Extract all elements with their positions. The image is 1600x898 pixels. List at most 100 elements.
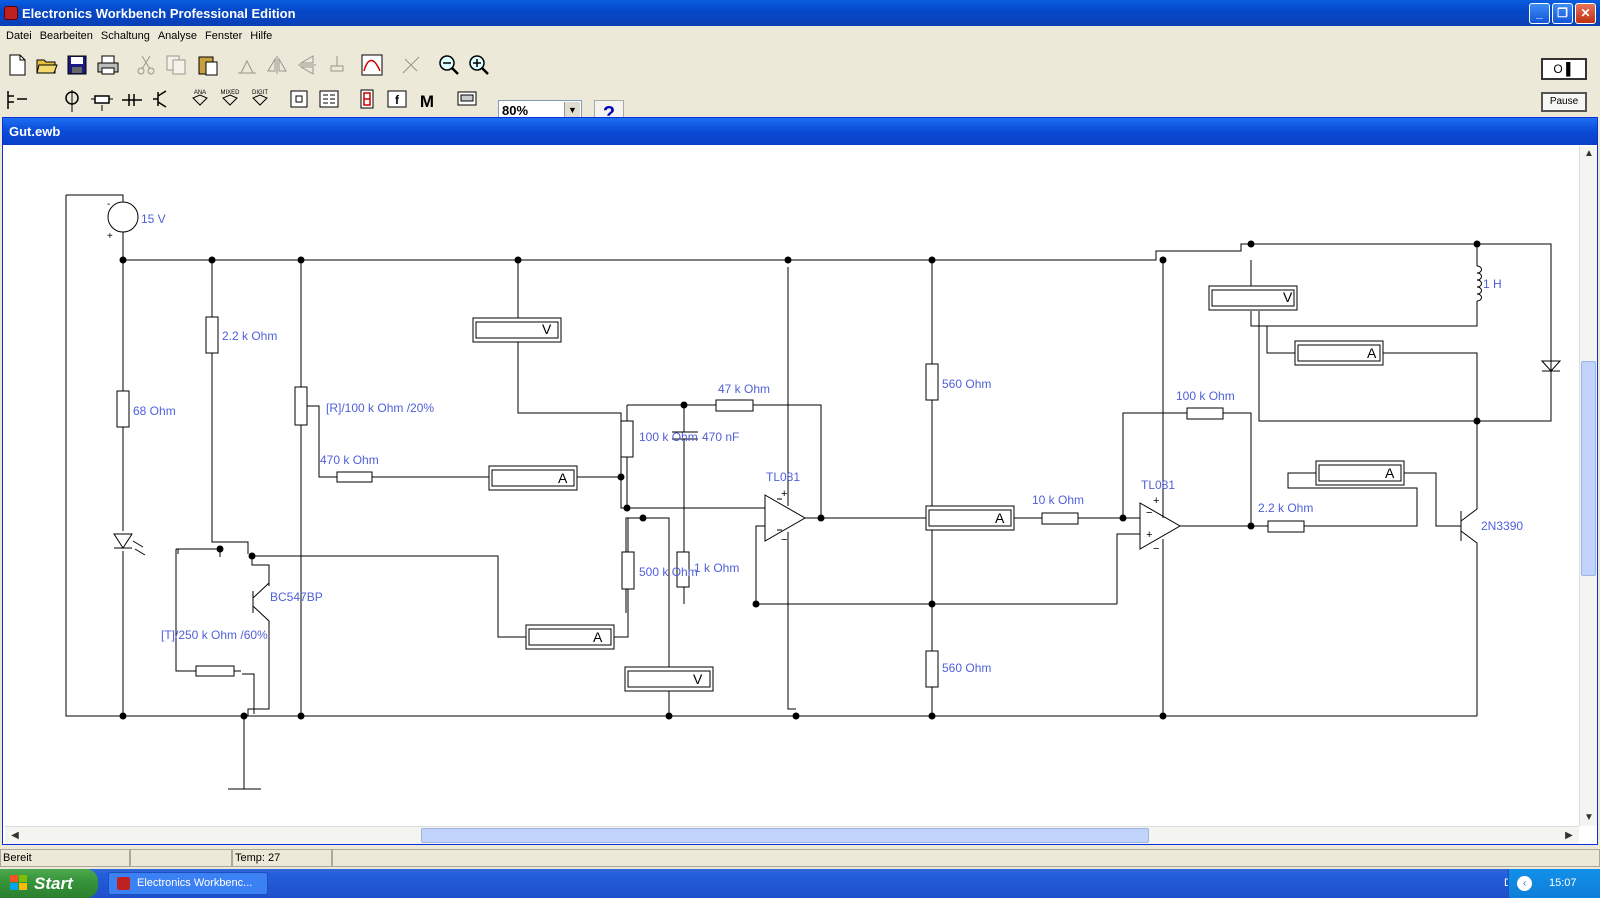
- logic-gates-bin-icon[interactable]: [284, 85, 314, 115]
- voltmeter-3-label: V: [1283, 289, 1293, 305]
- mixed-ic-bin-icon[interactable]: MIXED: [215, 85, 245, 115]
- label-r500k: 500 k Ohm: [639, 565, 698, 579]
- func-bin-label: f: [395, 93, 400, 107]
- menu-bar: Datei Bearbeiten Schaltung Analyse Fenst…: [0, 26, 1600, 46]
- potentiometer-t[interactable]: [195, 665, 235, 677]
- horizontal-scroll-thumb[interactable]: [421, 828, 1149, 843]
- label-opamp1: TL081: [766, 470, 800, 484]
- label-r560-bottom: 560 Ohm: [942, 661, 991, 675]
- misc-bin-icon[interactable]: M: [412, 85, 442, 115]
- flip-vertical-icon[interactable]: [292, 50, 322, 80]
- label-source-15v: 15 V: [141, 212, 166, 226]
- status-temp: Temp: 27: [232, 849, 332, 867]
- flip-horizontal-icon[interactable]: [262, 50, 292, 80]
- ammeter-3-label: A: [995, 510, 1005, 526]
- zoom-select[interactable]: 80% ▼: [498, 100, 582, 122]
- diodes-bin-icon[interactable]: [117, 85, 147, 115]
- start-button[interactable]: Start: [0, 869, 98, 898]
- clock: 15:07: [1549, 877, 1577, 889]
- indicators-bin-icon[interactable]: [352, 85, 382, 115]
- scroll-down-icon[interactable]: ▼: [1584, 812, 1594, 823]
- resistor-560-bottom[interactable]: [925, 650, 939, 688]
- resistor-470k[interactable]: [336, 471, 373, 483]
- opamp-tl081-1[interactable]: [764, 494, 807, 542]
- vertical-scrollbar[interactable]: ▲ ▼: [1579, 146, 1597, 826]
- windows-flag-icon: [10, 875, 27, 890]
- scroll-left-icon[interactable]: ◀: [11, 830, 19, 841]
- resistor-560-top[interactable]: [925, 363, 939, 401]
- sources-bin-icon[interactable]: [57, 85, 87, 115]
- component-properties-icon[interactable]: [322, 50, 352, 80]
- zoom-out-icon[interactable]: [434, 50, 464, 80]
- circuit-canvas[interactable]: 15 V 68 Ohm 2.2 k Ohm [R]/100 k Ohm /20%…: [5, 146, 1579, 826]
- resistor-100k-mid[interactable]: [620, 420, 634, 458]
- circuit-schematic[interactable]: 15 V 68 Ohm 2.2 k Ohm [R]/100 k Ohm /20%…: [5, 146, 1579, 826]
- scroll-right-icon[interactable]: ▶: [1565, 830, 1573, 841]
- resistor-68-ohm[interactable]: [116, 390, 130, 428]
- power-switch[interactable]: O ▌: [1541, 58, 1587, 80]
- cut-icon[interactable]: [131, 50, 161, 80]
- instruments-bin-icon[interactable]: [452, 85, 482, 115]
- ammeter-5-label: A: [1367, 345, 1377, 361]
- potentiometer-r[interactable]: [294, 386, 308, 426]
- subcircuit-icon[interactable]: [396, 50, 426, 80]
- print-icon[interactable]: [93, 50, 123, 80]
- digital-bin-icon[interactable]: [314, 85, 344, 115]
- rotate-icon[interactable]: [232, 50, 262, 80]
- menu-fenster[interactable]: Fenster: [204, 30, 243, 42]
- copy-icon[interactable]: [161, 50, 191, 80]
- voltage-source-15v[interactable]: [107, 201, 139, 233]
- scroll-up-icon[interactable]: ▲: [1584, 148, 1594, 159]
- taskbar-item-workbench[interactable]: Electronics Workbenc...: [108, 872, 268, 895]
- system-tray: ‹ 15:07: [1508, 869, 1600, 898]
- svg-text:+: +: [1146, 529, 1152, 541]
- label-r10k: 10 k Ohm: [1032, 493, 1084, 507]
- graph-icon[interactable]: [357, 50, 387, 80]
- status-empty: [130, 849, 232, 867]
- zoom-value: 80%: [502, 103, 529, 118]
- open-folder-icon[interactable]: [32, 50, 62, 80]
- label-r100k-right: 100 k Ohm: [1176, 389, 1235, 403]
- led[interactable]: [113, 533, 146, 556]
- horizontal-scrollbar[interactable]: ◀ ▶: [5, 826, 1579, 844]
- analog-ic-bin-icon[interactable]: ANA: [185, 85, 215, 115]
- minimize-button[interactable]: _: [1529, 3, 1550, 24]
- resistor-100k-right[interactable]: [1186, 407, 1224, 420]
- inductor-1h[interactable]: [1476, 265, 1482, 302]
- resistor-2-2k-right[interactable]: [1267, 520, 1305, 533]
- menu-bearbeiten[interactable]: Bearbeiten: [39, 30, 93, 42]
- vertical-scroll-thumb[interactable]: [1581, 361, 1596, 576]
- zoom-in-icon[interactable]: [464, 50, 494, 80]
- resistor-2-2k-left[interactable]: [205, 316, 219, 354]
- new-file-icon[interactable]: [2, 50, 32, 80]
- diode[interactable]: [1540, 360, 1562, 372]
- paste-icon[interactable]: [193, 50, 223, 80]
- opamp-tl081-2[interactable]: [1139, 502, 1182, 550]
- digital-ic-bin-icon[interactable]: DIGIT: [245, 85, 275, 115]
- restore-button[interactable]: ❐: [1552, 3, 1573, 24]
- menu-analyse[interactable]: Analyse: [157, 30, 197, 42]
- pause-button[interactable]: Pause: [1541, 92, 1587, 112]
- resistor-1k[interactable]: [676, 551, 690, 588]
- transistors-bin-icon[interactable]: [147, 85, 177, 115]
- menu-datei[interactable]: Datei: [6, 30, 32, 42]
- menu-hilfe[interactable]: Hilfe: [250, 30, 273, 42]
- tray-expand-icon[interactable]: ‹: [1517, 876, 1532, 891]
- ammeter-4-label: A: [1385, 465, 1395, 481]
- mixed-bin-label: MIXED: [220, 90, 240, 96]
- label-opamp2: TL081: [1141, 478, 1175, 492]
- chevron-down-icon[interactable]: ▼: [564, 102, 580, 120]
- analog-bin-label: ANA: [194, 90, 206, 96]
- svg-text:-: -: [107, 199, 110, 210]
- close-button[interactable]: ✕: [1575, 3, 1596, 24]
- resistor-10k[interactable]: [1041, 512, 1079, 525]
- start-label: Start: [34, 874, 73, 893]
- basic-bin-icon[interactable]: [87, 85, 117, 115]
- resistor-47k[interactable]: [715, 399, 754, 412]
- status-filler: [332, 849, 1600, 867]
- save-icon[interactable]: [62, 50, 92, 80]
- controls-bin-icon[interactable]: f: [382, 85, 412, 115]
- resistor-500k[interactable]: [621, 551, 635, 590]
- favorites-bin-icon[interactable]: [2, 85, 32, 115]
- menu-schaltung[interactable]: Schaltung: [100, 30, 150, 42]
